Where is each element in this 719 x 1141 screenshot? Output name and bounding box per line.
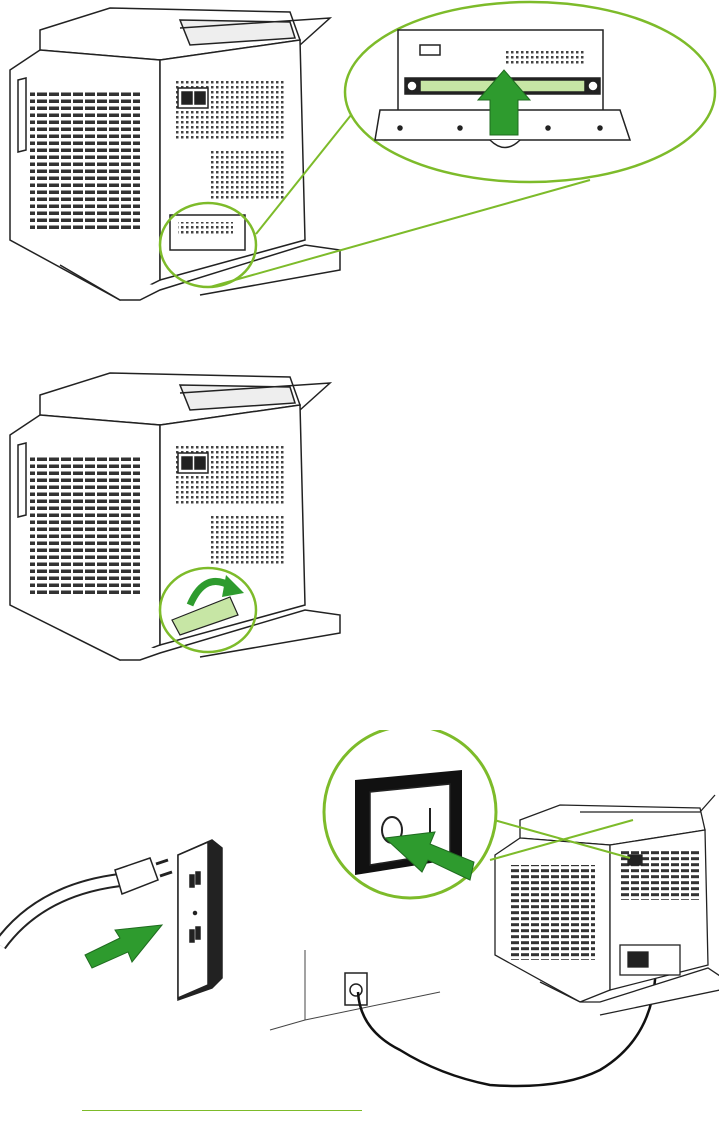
figure-power-connect: [0, 730, 719, 1110]
wall-outlet-illustration: [178, 840, 222, 1000]
printer-illustration: [10, 373, 340, 660]
footer-rule: [82, 1110, 362, 1111]
printer-illustration: [10, 8, 340, 300]
plug-in-arrow-icon: [85, 925, 162, 968]
room-corner-illustration: [270, 950, 440, 1030]
figure-memory-door-detail: [0, 0, 719, 305]
figure-memory-door-close: [0, 365, 719, 665]
